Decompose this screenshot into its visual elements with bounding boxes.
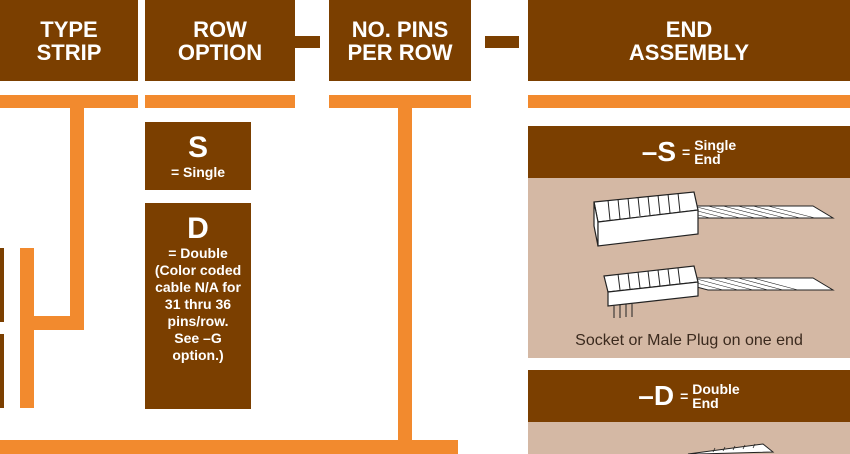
- header-end-assembly-line1: END: [665, 16, 713, 42]
- end-single-eq: =: [682, 144, 691, 160]
- end-double-word: Double End: [692, 382, 739, 410]
- row-option-double-desc-3: cable N/A for: [155, 279, 241, 295]
- end-double-eq: =: [680, 388, 689, 404]
- header-end-assembly-line2: ASSEMBLY: [628, 39, 750, 65]
- header-row-option-line2: OPTION: [177, 39, 263, 65]
- row-option-double-code: D: [187, 212, 209, 245]
- pins-per-row-vertical-line: [398, 108, 412, 454]
- separator-dash-1: [286, 36, 320, 48]
- type-strip-branch-line: [20, 248, 34, 408]
- header-pins-per-row-line2: PER ROW: [347, 39, 453, 65]
- end-double-panel: [528, 422, 850, 454]
- end-single-header: –S = Single End: [528, 126, 850, 178]
- orange-bar-pins-per-row: [329, 95, 471, 108]
- end-double-word-1: Double: [692, 381, 740, 397]
- orange-bar-end-assembly: [528, 95, 850, 108]
- header-type-strip-line1: TYPE: [40, 16, 98, 42]
- bottom-horizontal-line: [0, 440, 458, 454]
- left-edge-box-lower: [0, 334, 4, 408]
- type-strip-vertical-line: [70, 108, 84, 330]
- row-option-single-desc: = Single: [170, 163, 226, 180]
- row-option-single-code: S: [187, 130, 208, 164]
- row-option-double-desc-1: = Double: [168, 245, 228, 261]
- end-double-header: –D = Double End: [528, 370, 850, 422]
- type-strip-horizontal-line: [20, 316, 84, 330]
- end-single-word-1: Single: [694, 137, 737, 153]
- orange-bar-type-strip: [0, 95, 138, 108]
- header-type-strip: TYPE STRIP: [0, 0, 138, 81]
- end-double-code: –D: [638, 380, 675, 411]
- end-single-word: Single End: [694, 138, 736, 166]
- end-single-code: –S: [641, 136, 677, 167]
- row-option-double-desc-5: pins/row.: [167, 313, 229, 329]
- cable-double-illustration: [687, 443, 775, 454]
- row-option-double-box: D = Double (Color coded cable N/A for 31…: [145, 203, 251, 409]
- orange-bar-row-option: [145, 95, 295, 108]
- left-edge-box-upper: [0, 248, 4, 322]
- row-option-double-desc-2: (Color coded: [154, 262, 242, 278]
- header-pins-per-row: NO. PINS PER ROW: [329, 0, 471, 81]
- end-double-word-2: End: [692, 395, 719, 411]
- row-option-double-desc-7: option.): [172, 347, 224, 363]
- end-single-panel: Socket or Male Plug on one end: [528, 178, 850, 358]
- row-option-single-box: S = Single: [145, 122, 251, 190]
- header-end-assembly: END ASSEMBLY: [528, 0, 850, 81]
- header-row-option: ROW OPTION: [145, 0, 295, 81]
- cable-socket-illustration: [593, 191, 835, 318]
- header-pins-per-row-line1: NO. PINS: [351, 16, 449, 42]
- end-single-word-2: End: [694, 151, 721, 167]
- row-option-double-desc-6: See –G: [174, 330, 222, 346]
- header-type-strip-line2: STRIP: [36, 39, 102, 65]
- header-row-option-line1: ROW: [193, 16, 247, 42]
- separator-dash-2: [485, 36, 519, 48]
- end-single-caption: Socket or Male Plug on one end: [575, 332, 803, 349]
- row-option-double-desc-4: 31 thru 36: [164, 296, 232, 312]
